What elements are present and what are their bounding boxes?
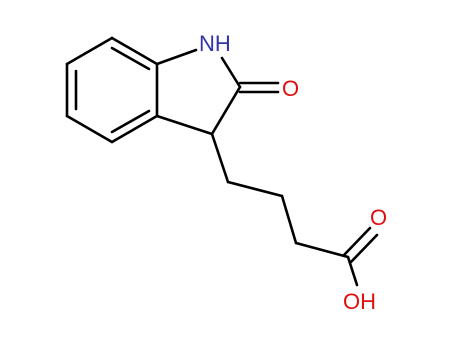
bond [110, 36, 159, 66]
double-bond-inner [110, 109, 151, 134]
bond [342, 226, 372, 257]
bond [65, 114, 114, 144]
acid-oxygen-label: O [370, 205, 387, 230]
bond [220, 56, 242, 89]
bond [280, 194, 298, 245]
bond [155, 48, 198, 66]
benzene-ring [65, 36, 159, 144]
nh-label: NH [199, 31, 231, 56]
bond [155, 114, 214, 136]
carbonyl-oxygen-label: O [282, 76, 299, 101]
bond [349, 233, 379, 264]
bond [294, 241, 350, 259]
bond [210, 132, 230, 184]
carbonyl-group [238, 81, 280, 94]
hydroxyl-label: OH [343, 289, 376, 314]
bond [210, 85, 242, 136]
lactam-ring [155, 48, 242, 136]
bond [226, 180, 284, 198]
carboxyl-group [342, 226, 379, 287]
bond [65, 36, 114, 66]
bond [346, 255, 359, 287]
bond [110, 114, 159, 144]
double-bond-inner [110, 46, 151, 71]
side-chain [210, 132, 350, 259]
